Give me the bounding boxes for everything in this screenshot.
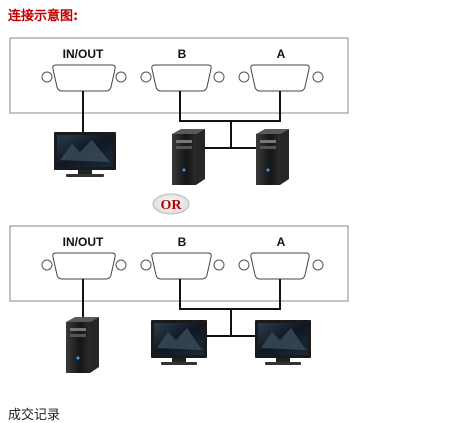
or-label: OR [161, 198, 183, 213]
port-label-a: A [277, 47, 286, 61]
or-separator: OR [152, 193, 190, 215]
switch-panel-1: IN/OUT B A [9, 37, 349, 185]
switch-panel-2: IN/OUT B A [9, 225, 349, 373]
port-label-a: A [277, 235, 286, 249]
vga-port-a [238, 64, 324, 92]
vga-port-a [238, 252, 324, 280]
monitor-icon [255, 320, 311, 365]
cable-lines [82, 91, 281, 149]
vga-port-b [140, 252, 225, 280]
computer-tower-icon [66, 317, 99, 373]
port-label-in-out: IN/OUT [63, 235, 104, 249]
monitor-icon [54, 132, 116, 177]
diagram-title: 连接示意图: [8, 9, 79, 24]
computer-tower-icon [172, 129, 205, 185]
computer-tower-icon [256, 129, 289, 185]
port-label-b: B [178, 235, 187, 249]
vga-port-b [140, 64, 225, 92]
monitor-icon [151, 320, 207, 365]
cable-lines [82, 279, 281, 337]
vga-port-in-out [41, 252, 127, 280]
port-label-b: B [178, 47, 187, 61]
port-label-in-out: IN/OUT [63, 47, 104, 61]
vga-port-in-out [41, 64, 127, 92]
section-footer-heading: 成交记录 [8, 408, 61, 423]
